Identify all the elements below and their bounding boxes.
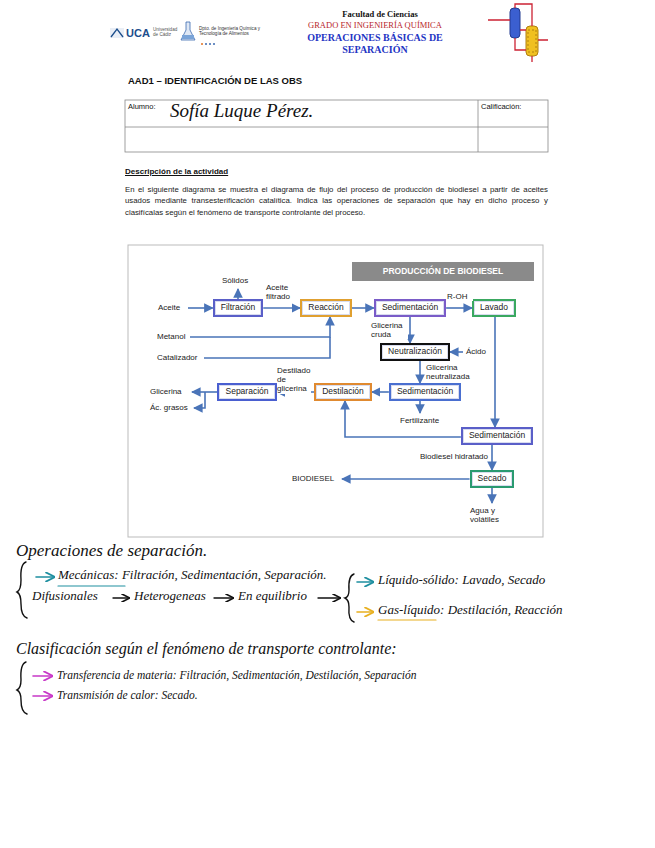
handwritten-note: Heterogeneas	[134, 589, 206, 604]
text-label: Facultad de Ciencias	[300, 10, 460, 20]
node-text: Sedimentación	[382, 302, 438, 312]
title-band: PRODUCCIÓN DE BIODIESEL	[352, 262, 534, 281]
flow-arrow	[446, 307, 472, 309]
stream-line	[204, 337, 330, 358]
text-label: BIODIESEL	[292, 474, 334, 483]
text-label: Fertilizante	[400, 416, 439, 425]
node-text: Filtración	[221, 302, 255, 312]
process-box: Neutralización	[380, 343, 450, 361]
handwritten-note: Líquido-sólido: Lavado, Secado	[378, 573, 545, 588]
text-label: Universidad de Cádiz	[153, 27, 179, 38]
page-heading: AAD1 – IDENTIFICACIÓN DE LAS OBS	[128, 76, 302, 87]
stream-line	[188, 307, 213, 309]
edge-label: Biodiesel hidratado	[404, 452, 488, 461]
process-box: Sedimentación	[374, 299, 446, 317]
flow-arrow	[409, 317, 411, 343]
flow-arrow	[352, 307, 374, 309]
text-label: Agua y volátiles	[470, 506, 514, 524]
text-label: Sólidos	[222, 276, 248, 285]
text-label: Glicerina	[150, 387, 182, 396]
edge-label: Glicerina cruda	[371, 321, 408, 339]
handwritten-note: Gas-líquido: Destilación, Reacción	[378, 603, 563, 618]
diagram-frame	[128, 245, 543, 537]
text-label: Ácido	[466, 347, 486, 356]
flow-arrow	[372, 391, 389, 393]
text-label: Calificación:	[481, 103, 521, 112]
node-text: Neutralización	[388, 346, 442, 356]
handwritten-note: Clasificación según el fenómeno de trans…	[16, 640, 397, 658]
handwritten-note: Difusionales	[32, 589, 98, 604]
process-box: Lavado	[472, 299, 516, 317]
node-text: Sedimentación	[397, 386, 453, 396]
process-box: Separación	[217, 383, 276, 401]
handwritten-note: Transmisión de calor: Secado.	[57, 689, 198, 702]
flow-arrow	[419, 361, 421, 383]
process-box: Destilación	[314, 383, 372, 401]
stream-line	[419, 401, 421, 413]
text-label: Dpto. de Ingeniería Química y Tecnología…	[199, 26, 261, 37]
node-text: Reacción	[308, 302, 343, 312]
node-text: Lavado	[480, 302, 508, 312]
handwritten-note: Transferencia de materia: Filtración, Se…	[57, 669, 417, 682]
flow-arrow	[494, 317, 496, 427]
student-table	[125, 100, 548, 152]
stream-line	[450, 351, 463, 353]
edge-label: Glicerina neutralizada	[426, 363, 478, 381]
handwritten-note: Sofía Luque Pérez.	[170, 100, 313, 122]
handwritten-note: En equilibrio	[238, 589, 307, 604]
text-label: Catalizador	[157, 353, 197, 362]
text-label: En el siguiente diagrama se muestra el d…	[125, 184, 548, 218]
process-box: Sedimentación	[389, 383, 461, 401]
text-label: UCA	[126, 27, 150, 40]
stream-line	[237, 289, 239, 299]
stream-line	[194, 392, 205, 408]
node-text: PRODUCCIÓN DE BIODIESEL	[383, 266, 503, 276]
flow-arrow	[491, 445, 493, 470]
process-box: Reacción	[300, 299, 351, 317]
column-icon	[488, 4, 548, 62]
flow-arrow	[345, 401, 461, 437]
text-label: Metanol	[157, 332, 185, 341]
flow-arrow	[263, 307, 300, 309]
text-label: GRADO EN INGENIERÍA QUÍMICA	[280, 21, 470, 31]
stream-line	[491, 488, 493, 503]
stream-line	[190, 317, 330, 337]
node-text: Sedimentación	[469, 430, 525, 440]
stream-line	[342, 478, 470, 480]
process-box: Filtración	[213, 299, 263, 317]
edge-label: R-OH	[447, 292, 473, 301]
process-box: Sedimentación	[461, 427, 533, 445]
edge-label: Aceite filtrado	[266, 283, 300, 301]
node-text: Secado	[478, 473, 507, 483]
handwritten-note: Mecánicas: Filtración, Sedimentación, Se…	[58, 568, 327, 583]
text-label: OPERACIONES BÁSICAS DE SEPARACIÓN	[290, 32, 460, 55]
process-box: Secado	[470, 470, 515, 488]
text-label: Ác. grasos	[150, 403, 188, 412]
text-label: Alumno:	[128, 103, 156, 112]
text-label: Aceite	[158, 303, 180, 312]
edge-label: Destilado de glicerina	[277, 366, 311, 394]
uca-logo	[110, 28, 124, 38]
node-text: Destilación	[322, 386, 364, 396]
node-text: Separación	[225, 386, 268, 396]
handwritten-note: Operaciones de separación.	[16, 541, 207, 561]
handwritten-marks	[17, 562, 436, 714]
text-label: Descripción de la actividad	[125, 167, 228, 176]
